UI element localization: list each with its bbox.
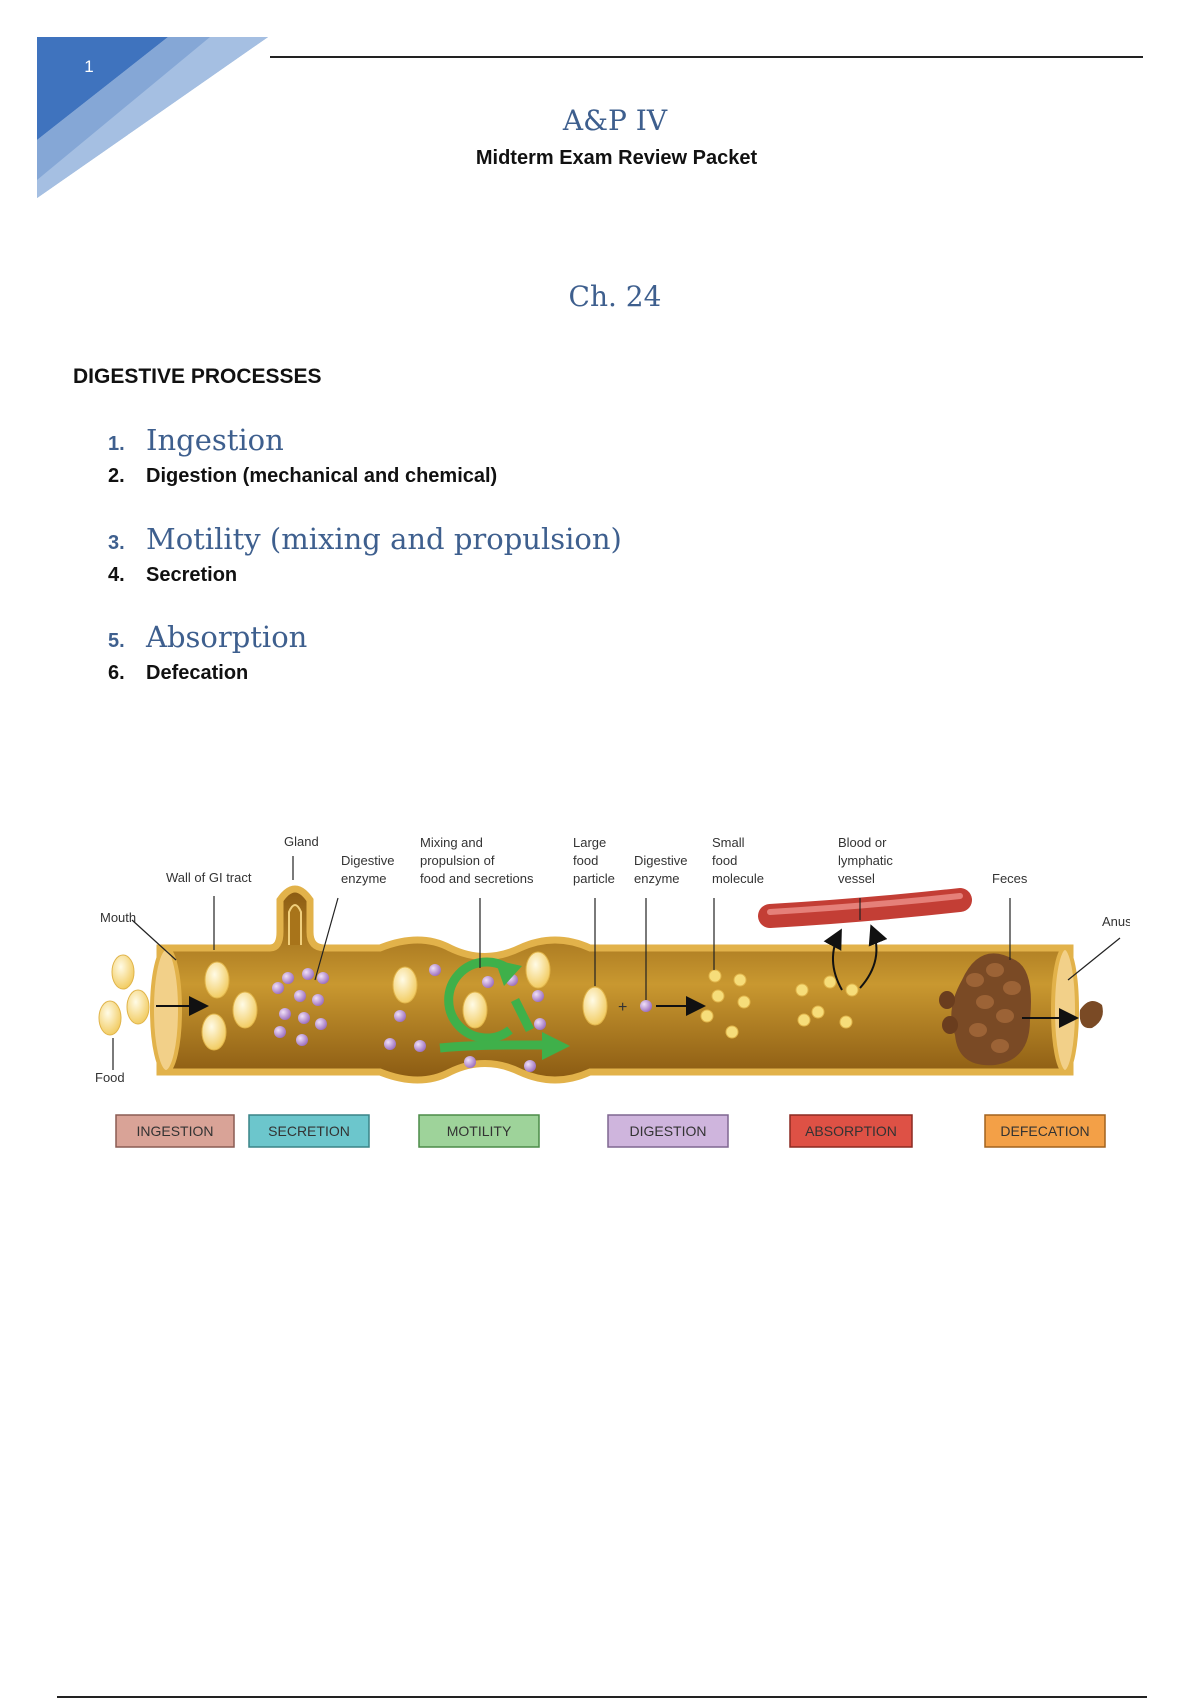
label-food: Food <box>95 1070 125 1085</box>
list-number: 3. <box>108 532 125 554</box>
label-mixing-line3: food and secretions <box>420 871 534 886</box>
process-box-ingestion <box>115 1114 235 1148</box>
blood-vessel <box>758 888 972 991</box>
label-small-molecule: Small <box>712 835 745 850</box>
label-digestive-enzyme-2: Digestive <box>634 853 687 868</box>
document-subtitle: Midterm Exam Review Packet <box>475 147 758 169</box>
label-vessel: Blood or <box>838 835 887 850</box>
process-box-digestion <box>607 1114 729 1148</box>
section-heading: DIGESTIVE PROCESSES <box>73 365 322 388</box>
list-label: Ingestion <box>146 423 284 457</box>
header-rule <box>270 56 1143 58</box>
digestive-processes-diagram: + Gland Wall of GI tr <box>95 834 1130 1148</box>
document-title: A&P IV <box>562 104 668 137</box>
label-large-particle-line3: particle <box>573 871 615 886</box>
process-boxes: INGESTION SECRETION MOTILITY DIGESTION A… <box>115 1114 1106 1148</box>
process-label-absorption: ABSORPTION <box>805 1123 897 1139</box>
label-anus: Anus <box>1102 914 1130 929</box>
page-number: 1 <box>84 57 94 76</box>
corner-decoration <box>37 37 268 198</box>
label-large-particle-line2: food <box>573 853 598 868</box>
label-mixing-line2: propulsion of <box>420 853 495 868</box>
list-number: 5. <box>108 630 125 652</box>
process-box-motility <box>418 1114 540 1148</box>
list-number: 4. <box>108 564 125 586</box>
label-large-particle: Large <box>573 835 606 850</box>
label-feces: Feces <box>992 871 1028 886</box>
motility-arrow <box>439 957 570 1060</box>
process-box-absorption <box>789 1114 913 1148</box>
list-label: Motility (mixing and propulsion) <box>146 522 622 556</box>
label-wall: Wall of GI tract <box>166 870 252 885</box>
label-mixing: Mixing and <box>420 835 483 850</box>
small-molecules <box>700 969 859 1039</box>
list-label: Defecation <box>146 662 249 684</box>
list-number: 1. <box>108 433 125 455</box>
list-number: 2. <box>108 465 125 487</box>
list-number: 6. <box>108 662 125 684</box>
process-label-digestion: DIGESTION <box>629 1123 706 1139</box>
process-label-ingestion: INGESTION <box>136 1123 213 1139</box>
food-particles <box>98 954 150 1036</box>
process-label-secretion: SECRETION <box>268 1123 350 1139</box>
label-vessel-line3: vessel <box>838 871 875 886</box>
process-label-motility: MOTILITY <box>447 1123 512 1139</box>
list-label: Absorption <box>146 620 308 654</box>
label-small-molecule-line3: molecule <box>712 871 764 886</box>
label-small-molecule-line2: food <box>712 853 737 868</box>
label-mouth: Mouth <box>100 910 136 925</box>
label-digestive-enzyme-1-line2: enzyme <box>341 871 387 886</box>
list-label: Digestion (mechanical and chemical) <box>146 465 498 487</box>
list-label: Secretion <box>146 564 238 586</box>
label-gland: Gland <box>284 834 319 849</box>
process-box-defecation <box>984 1114 1106 1148</box>
footer-rule <box>57 1696 1147 1698</box>
label-digestive-enzyme-2-line2: enzyme <box>634 871 680 886</box>
process-box-secretion <box>248 1114 370 1148</box>
gi-tract-wall <box>156 885 1074 1084</box>
feces-mass <box>939 953 1103 1066</box>
label-vessel-line2: lymphatic <box>838 853 893 868</box>
svg-text:+: + <box>618 999 627 1016</box>
chapter-heading: Ch. 24 <box>568 280 662 313</box>
label-digestive-enzyme-1: Digestive <box>341 853 394 868</box>
process-label-defecation: DEFECATION <box>1000 1123 1089 1139</box>
